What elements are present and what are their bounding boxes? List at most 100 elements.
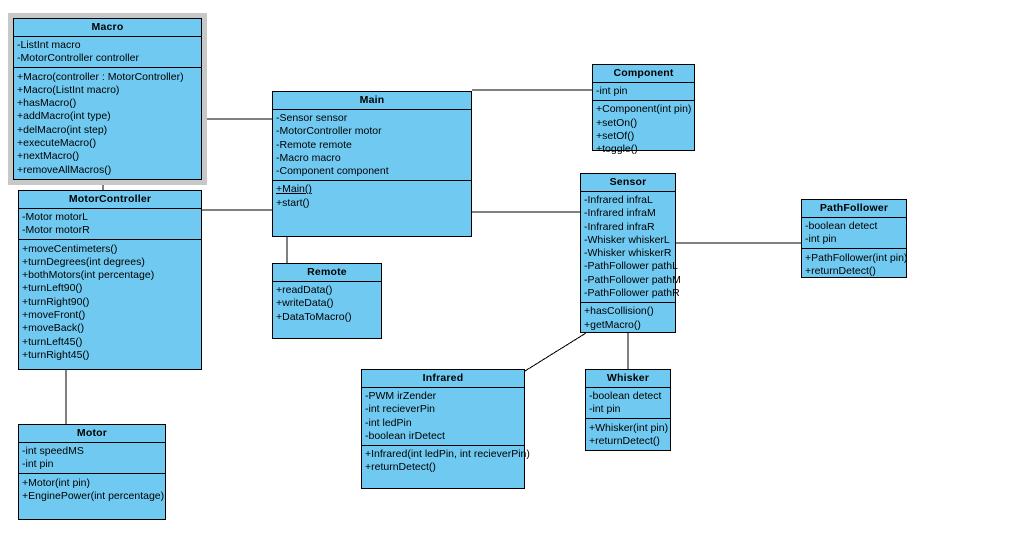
method: +Whisker(int pin): [589, 421, 669, 434]
attribute: -PathFollower pathR: [584, 287, 680, 300]
class-box-remote[interactable]: Remote+readData()+writeData()+DataToMacr…: [272, 263, 382, 339]
method: +readData(): [276, 284, 333, 296]
method: +Infrared(int ledPin, int recieverPin): [365, 448, 530, 461]
class-methods-main: +Main()+start(): [273, 181, 471, 212]
method: +nextMacro(): [17, 150, 80, 163]
class-name-component: Component: [593, 65, 694, 83]
method: +DataToMacro(): [276, 310, 352, 323]
method: +turnRight45(): [22, 348, 90, 361]
class-attributes-whisker: -boolean detect-int pin: [586, 388, 670, 420]
class-attributes-motor: -int speedMS-int pin: [19, 443, 165, 475]
method: +executeMacro(): [17, 137, 97, 150]
method: +removeAllMacros(): [17, 163, 112, 176]
attribute: -PathFollower pathM: [584, 273, 681, 286]
class-name-main: Main: [273, 92, 471, 110]
attribute: -boolean irDetect: [365, 429, 445, 442]
method: +addMacro(int type): [17, 110, 111, 123]
class-methods-pathfollower: +PathFollower(int pin)+returnDetect(): [802, 249, 908, 280]
class-box-main[interactable]: Main-Sensor sensor-MotorController motor…: [272, 91, 472, 237]
class-attributes-macro: -ListInt macro-MotorController controlle…: [14, 37, 201, 69]
method: +getMacro(): [584, 318, 641, 331]
attribute: -MotorController controller: [17, 52, 139, 65]
class-box-infrared[interactable]: Infrared-PWM irZender-int recieverPin-in…: [361, 369, 530, 489]
class-methods-infrared: +Infrared(int ledPin, int recieverPin)+r…: [362, 446, 530, 477]
method: +returnDetect(): [365, 461, 436, 474]
class-box-sensor[interactable]: Sensor-Infrared infraL-Infrared infraM-I…: [580, 173, 681, 334]
attribute: -PathFollower pathL: [584, 260, 678, 273]
class-box-motorcontroller[interactable]: MotorController-Motor motorL-Motor motor…: [18, 190, 202, 370]
attribute: -MotorController motor: [276, 125, 382, 138]
method: +returnDetect(): [805, 264, 876, 277]
method: +moveBack(): [22, 322, 85, 335]
method: +Main(): [276, 183, 312, 196]
method: +turnDegrees(int degrees): [22, 255, 145, 268]
class-box-pathfollower[interactable]: PathFollower-boolean detect-int pin+Path…: [801, 199, 907, 278]
class-attributes-main: -Sensor sensor-MotorController motor-Rem…: [273, 110, 471, 181]
method: +hasCollision(): [584, 305, 654, 318]
method: +start(): [276, 196, 310, 209]
class-attributes-component: -int pin: [593, 83, 694, 101]
attribute: -int speedMS: [22, 445, 84, 457]
method: +Component(int pin): [596, 103, 692, 116]
class-attributes-motorcontroller: -Motor motorL-Motor motorR: [19, 209, 201, 241]
attribute: -Whisker whiskerL: [584, 233, 670, 246]
attribute: -int ledPin: [365, 416, 412, 429]
class-methods-remote: +readData()+writeData()+DataToMacro(): [273, 282, 381, 326]
attribute: -Infrared infraM: [584, 207, 656, 220]
method: +setOn(): [596, 116, 638, 129]
attribute: -Infrared infraL: [584, 194, 653, 206]
class-box-macro[interactable]: Macro-ListInt macro-MotorController cont…: [8, 13, 207, 185]
attribute: -boolean detect: [805, 220, 878, 232]
method: +turnLeft45(): [22, 335, 83, 348]
attribute: -Whisker whiskerR: [584, 247, 672, 260]
class-box-component[interactable]: Component-int pin+Component(int pin)+set…: [592, 64, 695, 155]
class-name-remote: Remote: [273, 264, 381, 282]
class-box-motor[interactable]: Motor-int speedMS-int pin+Motor(int pin)…: [18, 424, 166, 520]
method: +turnLeft90(): [22, 282, 83, 295]
method: +delMacro(int step): [17, 123, 108, 136]
class-attributes-infrared: -PWM irZender-int recieverPin-int ledPin…: [362, 388, 524, 446]
method: +setOf(): [596, 129, 635, 142]
class-attributes-sensor: -Infrared infraL-Infrared infraM-Infrare…: [581, 192, 681, 303]
attribute: -Infrared infraR: [584, 220, 655, 233]
attribute: -int pin: [805, 233, 837, 246]
class-methods-macro: +Macro(controller : MotorController)+Mac…: [14, 68, 201, 178]
method: +Macro(controller : MotorController): [17, 70, 184, 83]
method: +writeData(): [276, 297, 334, 310]
class-name-motorcontroller: MotorController: [19, 191, 201, 209]
method: +EnginePower(int percentage): [22, 489, 165, 502]
attribute: -boolean detect: [589, 390, 662, 402]
class-name-pathfollower: PathFollower: [802, 200, 906, 218]
attribute: -Motor motorR: [22, 224, 90, 237]
attribute: -int recieverPin: [365, 403, 436, 416]
class-methods-motor: +Motor(int pin)+EnginePower(int percenta…: [19, 474, 165, 505]
attribute: -PWM irZender: [365, 390, 437, 402]
attribute: -Sensor sensor: [276, 112, 348, 124]
method: +returnDetect(): [589, 434, 660, 447]
class-box-whisker[interactable]: Whisker-boolean detect-int pin+Whisker(i…: [585, 369, 671, 451]
attribute: -Macro macro: [276, 151, 341, 164]
attribute: -Component component: [276, 165, 389, 178]
attribute: -ListInt macro: [17, 39, 81, 51]
method: +turnRight90(): [22, 295, 90, 308]
class-attributes-pathfollower: -boolean detect-int pin: [802, 218, 906, 250]
class-name-whisker: Whisker: [586, 370, 670, 388]
method: +Motor(int pin): [22, 476, 90, 489]
class-name-sensor: Sensor: [581, 174, 675, 192]
attribute: -int pin: [589, 403, 621, 416]
class-methods-whisker: +Whisker(int pin)+returnDetect(): [586, 419, 670, 450]
method: +bothMotors(int percentage): [22, 269, 155, 282]
method: +toggle(): [596, 143, 638, 156]
method: +moveFront(): [22, 309, 86, 322]
connection-sensor-infrared: [524, 332, 587, 372]
method: +PathFollower(int pin): [805, 251, 908, 264]
class-methods-sensor: +hasCollision()+getMacro(): [581, 303, 675, 334]
class-methods-component: +Component(int pin)+setOn()+setOf()+togg…: [593, 101, 694, 158]
attribute: -int pin: [596, 85, 628, 97]
method: +Macro(ListInt macro): [17, 83, 120, 96]
method: +hasMacro(): [17, 97, 77, 110]
class-name-infrared: Infrared: [362, 370, 524, 388]
attribute: -int pin: [22, 458, 54, 471]
class-name-motor: Motor: [19, 425, 165, 443]
